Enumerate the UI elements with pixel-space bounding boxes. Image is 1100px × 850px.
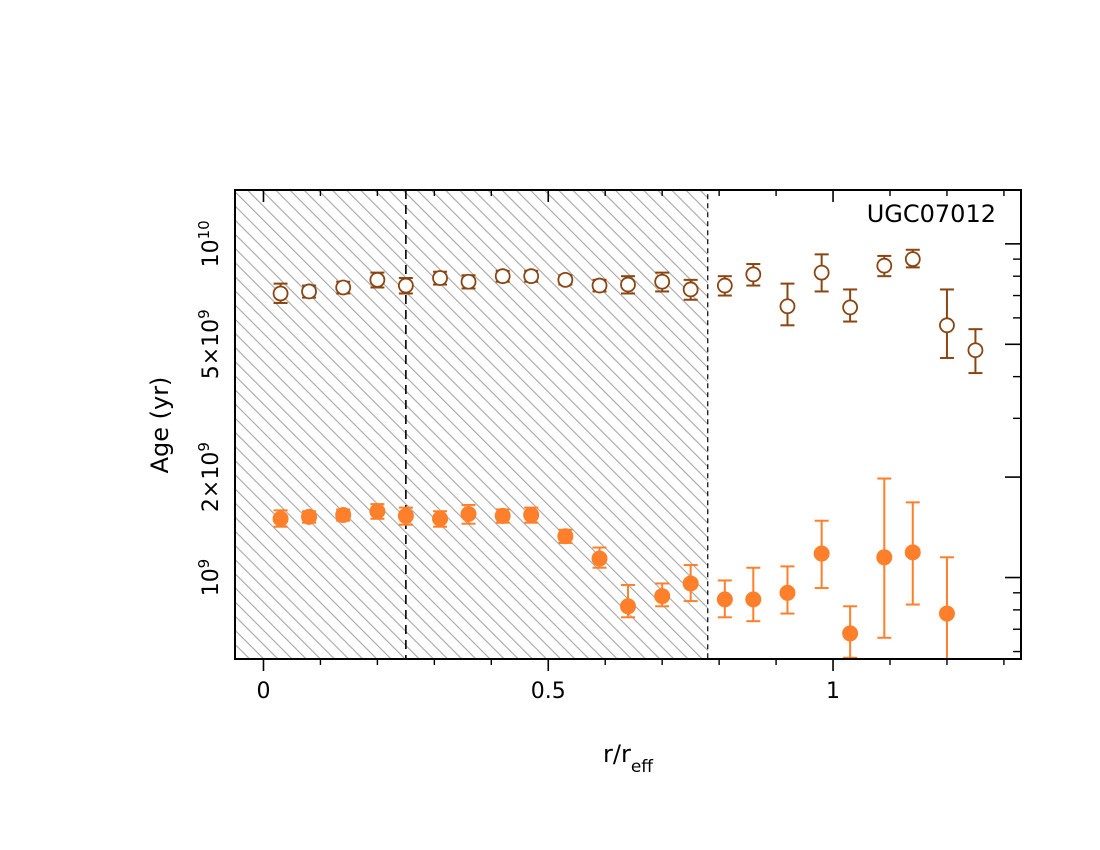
x-tick-label: 0.5	[531, 679, 566, 704]
data-point	[432, 510, 449, 527]
data-point	[842, 299, 859, 316]
data-point	[272, 285, 289, 302]
x-axis-title: r/reff	[603, 740, 654, 777]
data-point	[682, 575, 699, 592]
plot-frame	[234, 189, 1022, 660]
data-point	[369, 503, 386, 520]
y-axis-ticks: 109 2×109 5×109 1010	[195, 220, 1021, 653]
data-point	[939, 317, 955, 334]
data-point	[876, 549, 893, 566]
y-tick-label: 109	[195, 559, 224, 597]
data-point	[301, 283, 317, 300]
data-point	[904, 544, 921, 561]
data-series	[272, 248, 984, 659]
data-point	[460, 506, 477, 523]
y-tick-label: 2×109	[195, 442, 224, 512]
data-point	[745, 266, 762, 283]
data-point	[397, 277, 414, 294]
y-tick-label: 5×109	[195, 309, 224, 379]
data-point	[397, 507, 414, 524]
data-point	[494, 507, 511, 524]
data-point	[591, 277, 608, 294]
data-point	[523, 268, 540, 285]
y-tick-label: 1010	[195, 220, 224, 267]
data-point	[716, 277, 733, 294]
data-point	[460, 273, 477, 290]
data-point	[779, 298, 796, 315]
data-point	[335, 279, 352, 296]
x-tick-label: 0	[256, 679, 270, 704]
data-point	[716, 591, 733, 608]
data-point	[654, 273, 671, 290]
data-point	[779, 584, 796, 601]
data-point	[682, 281, 699, 298]
data-point	[904, 251, 921, 268]
data-point	[272, 510, 289, 527]
data-point	[494, 268, 511, 285]
data-point	[301, 508, 318, 525]
data-point	[432, 270, 448, 286]
data-point	[745, 591, 762, 608]
series-open-circle	[272, 248, 984, 375]
data-point	[369, 271, 386, 288]
data-point	[876, 257, 893, 274]
data-point	[523, 506, 540, 523]
x-tick-label: 1	[826, 679, 840, 704]
data-point	[557, 271, 574, 288]
y-axis-title: Age (yr)	[146, 377, 174, 474]
data-point	[654, 588, 671, 605]
data-point	[620, 598, 636, 615]
data-point	[557, 528, 574, 545]
data-point	[938, 605, 955, 622]
data-point	[967, 342, 984, 359]
data-point	[335, 506, 352, 523]
galaxy-label: UGC07012	[867, 200, 996, 228]
data-point	[813, 264, 830, 281]
shaded-region	[235, 190, 708, 659]
data-point	[620, 276, 636, 293]
data-point	[842, 625, 859, 642]
data-point	[813, 545, 830, 562]
series-filled-circle	[272, 477, 955, 659]
data-point	[591, 550, 608, 567]
